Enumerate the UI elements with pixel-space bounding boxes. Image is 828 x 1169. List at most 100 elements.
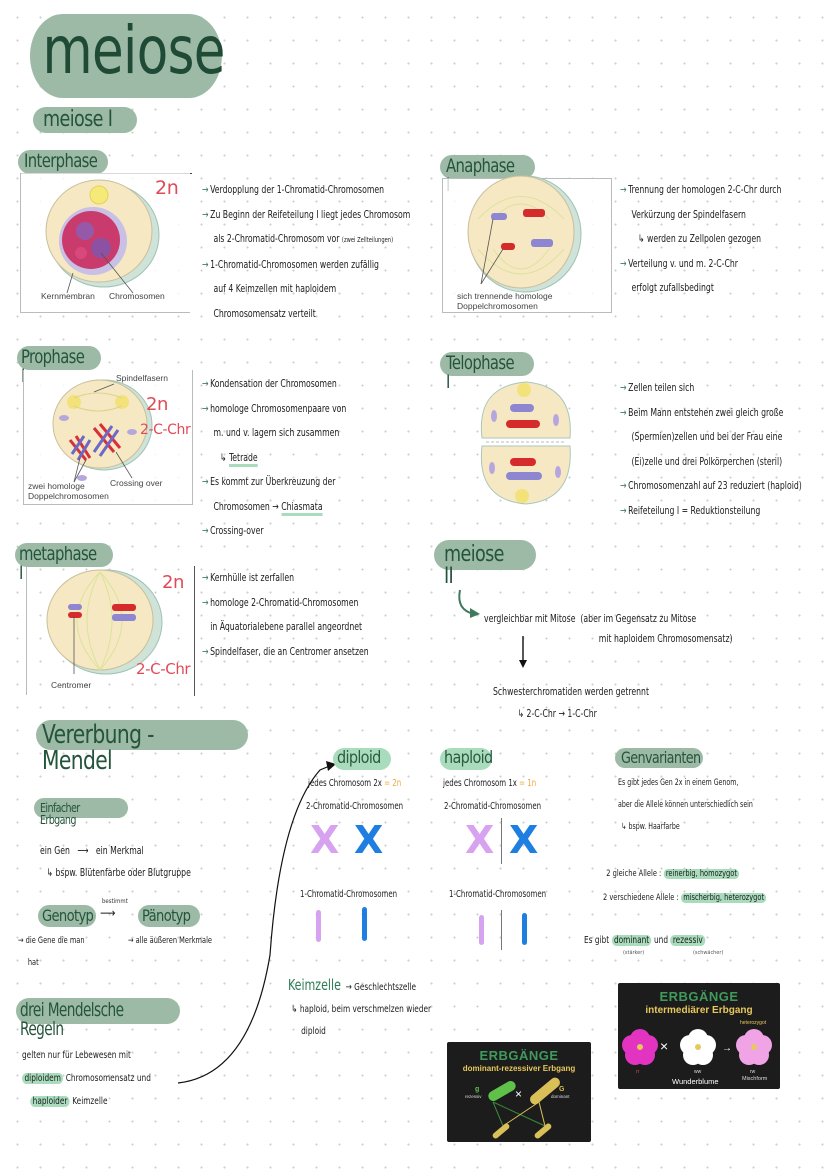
- arrow-icon: →: [202, 208, 209, 221]
- chromatid-lilac-icon: [316, 910, 321, 942]
- ploidy-2n: 2n: [162, 572, 185, 593]
- telophase-cell-icon: [480, 381, 571, 505]
- arrow-icon: →: [202, 596, 209, 609]
- dominance-note: Es gibt dominant und rezessiv: [584, 931, 706, 951]
- hook-arrow-icon: ↳: [291, 1004, 300, 1015]
- prophase-image: Spindelfasern zwei homologe Doppelchromo…: [23, 370, 193, 505]
- interphase-cell-icon: [45, 179, 160, 294]
- arrow-icon: →: [620, 406, 627, 419]
- metaphase-notes: →Kernhülle ist zerfallen →homologe 2-Chr…: [202, 572, 369, 658]
- arrow-icon: →: [620, 184, 627, 196]
- einfacher-erbgang-notes: ein Gen ⟶ ein Merkmal ↳ bspw. Blütenfarb…: [40, 845, 191, 879]
- svg-text:→: →: [722, 1043, 732, 1054]
- prophase-cell-icon: [52, 379, 153, 483]
- bestimmt-label: bestimmt: [102, 898, 128, 905]
- term-chiasmata: Chiasmata: [281, 500, 323, 516]
- term-reinerbig: reinerbig, homozygot: [663, 869, 740, 879]
- hook-arrow-icon: ↳: [517, 708, 527, 720]
- interphase-image: Kernmembran Chromosomen 2n: [20, 173, 190, 313]
- prophase-label: Prophase I: [17, 346, 101, 386]
- genvarianten-notes: Es gibt jedes Gen 2x in einem Genom, abe…: [618, 778, 753, 832]
- term-dominant: dominant: [611, 935, 652, 946]
- meiose-1-heading: meiose I: [33, 107, 137, 133]
- erbgang-dominant-rezessiv-card: ERBGÄNGE dominant-rezessiver Erbgang × g…: [447, 1042, 591, 1142]
- arrow-icon: →: [345, 982, 352, 993]
- diploid-label: diploid: [333, 748, 391, 770]
- haploid-2chromatid: 2-Chromatid-Chromosomen: [444, 801, 542, 812]
- telophase-notes: →Zellen teilen sich →Beim Mann entstehen…: [620, 382, 802, 517]
- hook-arrow-icon: ↳: [638, 233, 647, 245]
- haploid-line1: jedes Chromosom 1x = 1n: [443, 778, 537, 789]
- arrow-icon: →: [620, 257, 627, 270]
- flower-white-icon: [680, 1029, 716, 1065]
- chromatid-count: 2-C-Chr: [136, 660, 191, 678]
- chromosome-x-blue-icon: X: [354, 818, 384, 862]
- chromatid-blue-icon: [362, 907, 367, 941]
- caption-crossing-over: Crossing over: [110, 478, 163, 488]
- arrow-icon: ⟶: [77, 845, 89, 857]
- arrow-icon: →: [202, 184, 209, 196]
- anaphase-cell-icon: [467, 175, 582, 293]
- diploid-1chromatid: 1-Chromatid-Chromosomen: [300, 889, 398, 900]
- phaenotyp-desc: → alle äußeren Merkmale: [128, 936, 213, 946]
- term-rezessiv: rezessiv: [670, 935, 706, 946]
- arrow-icon: →: [620, 480, 627, 492]
- chromatid-lilac-icon: [479, 915, 484, 945]
- ploidy-2n: 2n: [155, 177, 179, 199]
- meiose-2-result: Schwesterchromatiden werden getrennt ↳ 2…: [493, 686, 649, 720]
- arrow-icon: →: [18, 936, 26, 946]
- svg-text:×: ×: [660, 1038, 668, 1054]
- hook-arrow-icon: ↳: [220, 451, 229, 464]
- genotyp-label: Genotyp: [38, 905, 96, 927]
- pea-pod-cross-icon: ×: [488, 1077, 560, 1139]
- arrow-icon: →: [202, 525, 209, 537]
- ploidy-2n: 2n: [146, 394, 169, 415]
- term-mischerbig: mischerbig, heterozygot: [680, 893, 767, 903]
- genotyp-desc: → die Gene die man hat: [18, 936, 85, 968]
- down-arrow-icon: [519, 636, 527, 668]
- anaphase-notes: →Trennung der homologen 2-C-Chr durch Ve…: [620, 184, 782, 294]
- keimzelle-label: Keimzelle: [288, 976, 341, 994]
- diploid-2chromatid: 2-Chromatid-Chromosomen: [306, 801, 404, 812]
- dominant-sub: (stärker): [623, 950, 645, 956]
- rezessiv-sub: (schwächer): [693, 950, 724, 956]
- mendel-regeln-notes: gelten nur für Lebewesen mit diploidem C…: [22, 1050, 151, 1107]
- meiose-2-heading: meiose II: [434, 540, 536, 588]
- mendel-heading: Vererbung - Mendel: [36, 720, 248, 774]
- caption-centromer: Centromer: [51, 680, 92, 690]
- separator-line: [501, 818, 502, 864]
- chromosome-x-blue-icon: X: [509, 818, 539, 862]
- arrow-icon: →: [620, 382, 627, 394]
- caption-chromosomen: Chromosomen: [109, 291, 165, 301]
- arrow-icon: →: [202, 258, 209, 271]
- curved-arrow-icon: [458, 589, 480, 618]
- haploid-1chromatid: 1-Chromatid-Chromosomen: [449, 889, 547, 900]
- arrow-icon: →: [620, 504, 627, 517]
- allele-notes: 2 gleiche Allele : reinerbig, homozygot …: [603, 862, 767, 910]
- phaenotyp-label: Pänotyp: [138, 905, 200, 927]
- keimzelle-notes: Keimzelle → Geschlechtszelle ↳ haploid, …: [288, 976, 432, 1037]
- mendel-regeln-label: drei Mendelsche Regeln: [16, 998, 180, 1039]
- arrow-icon: →: [202, 476, 209, 488]
- caption-anaphase-1: sich trennende homologe: [457, 291, 553, 301]
- arrow-icon: →: [558, 708, 565, 720]
- metaphase-label: metaphase I: [15, 543, 113, 583]
- term-haploider: haploider: [30, 1096, 70, 1107]
- wunderblume-flowers-icon: × →: [622, 1029, 772, 1065]
- chromatid-count: 2-C-Chr: [140, 422, 191, 438]
- caption-doppelchromosomen: Doppelchromosomen: [28, 491, 109, 501]
- svg-text:×: ×: [515, 1087, 522, 1101]
- erbgang-intermediaer-card: ERBGÄNGE intermediärer Erbgang × → rr ww…: [618, 983, 780, 1089]
- arrow-icon: →: [128, 936, 136, 946]
- caption-spindelfasern: Spindelfasern: [116, 373, 168, 383]
- anaphase-image: sich trennende homologe Doppelchromosome…: [442, 175, 612, 313]
- hook-arrow-icon: ↳: [46, 867, 56, 879]
- flower-pink-icon: [736, 1029, 772, 1065]
- einfacher-erbgang-label: Einfacher Erbgang: [34, 798, 128, 826]
- chromosome-x-lilac-icon: X: [465, 818, 495, 862]
- diploid-line1: jedes Chromosom 2x = 2n: [308, 778, 402, 789]
- meiose-2-notes: vergleichbar mit Mitose (aber im Gegensa…: [484, 613, 733, 645]
- hook-arrow-icon: ↳: [621, 822, 629, 832]
- telophase-label: Telophase I: [440, 352, 534, 392]
- caption-zwei-homologe: zwei homologe: [28, 481, 85, 491]
